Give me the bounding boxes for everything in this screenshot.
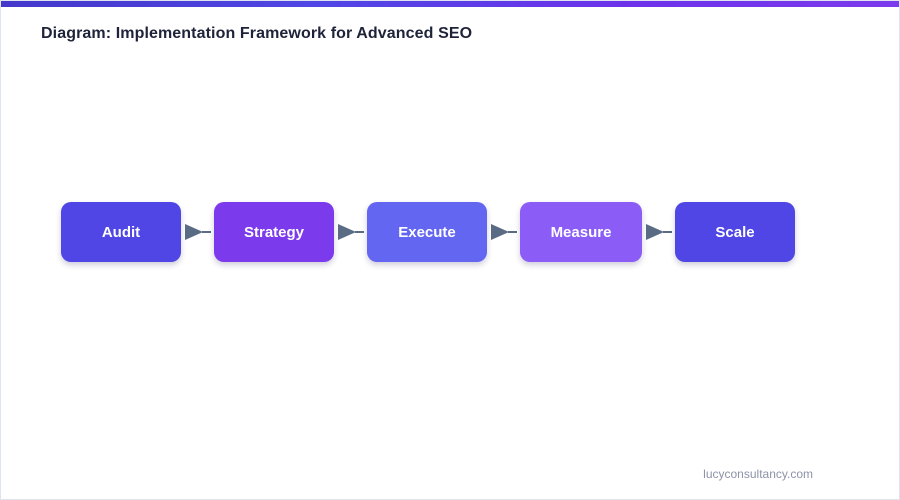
page-title: Diagram: Implementation Framework for Ad… bbox=[41, 25, 473, 42]
flow-node-label: Measure bbox=[550, 223, 612, 241]
flow-connector-4 bbox=[642, 220, 675, 244]
footer-url: lucyconsultancy.com bbox=[703, 467, 813, 481]
arrow-right-icon bbox=[183, 221, 213, 243]
top-accent-bar bbox=[1, 1, 899, 7]
flow-node-scale[interactable]: Scale bbox=[675, 202, 795, 262]
flow-connector-1 bbox=[181, 220, 214, 244]
flow-node-label: Strategy bbox=[243, 223, 305, 241]
flow-node-measure[interactable]: Measure bbox=[520, 202, 642, 262]
arrow-right-icon bbox=[644, 221, 674, 243]
flow-connector-2 bbox=[334, 220, 367, 244]
process-flow: Audit Strategy Execute bbox=[61, 202, 795, 262]
flow-node-execute[interactable]: Execute bbox=[367, 202, 487, 262]
flow-connector-3 bbox=[487, 220, 520, 244]
arrow-right-icon bbox=[336, 221, 366, 243]
flow-node-label: Execute bbox=[398, 223, 456, 241]
flow-node-audit[interactable]: Audit bbox=[61, 202, 181, 262]
arrow-right-icon bbox=[489, 221, 519, 243]
flow-node-label: Scale bbox=[715, 223, 755, 241]
flow-node-label: Audit bbox=[101, 223, 141, 241]
flow-node-strategy[interactable]: Strategy bbox=[214, 202, 334, 262]
